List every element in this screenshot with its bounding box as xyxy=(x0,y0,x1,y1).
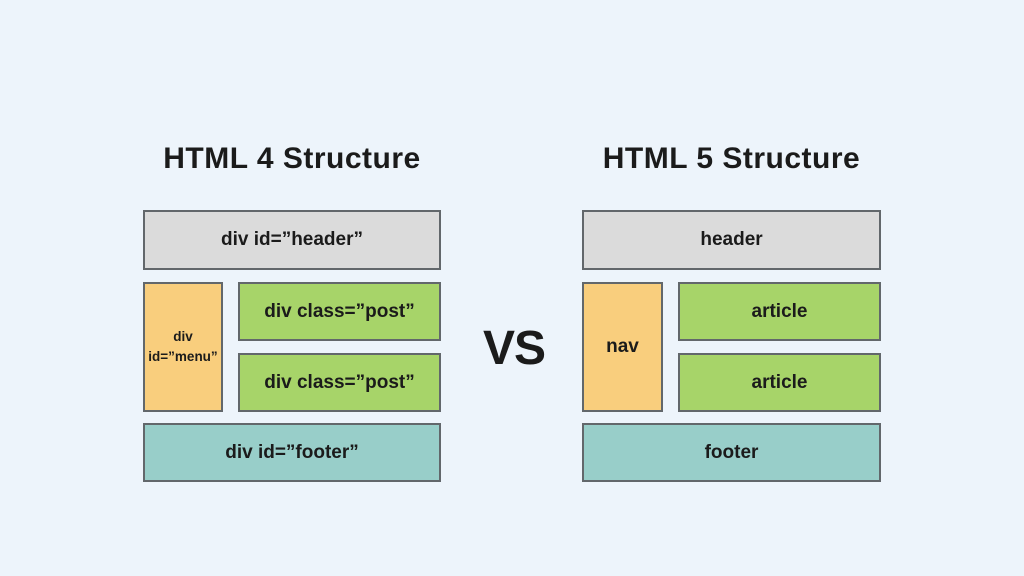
html4-menu-box: div id=”menu” xyxy=(143,282,223,412)
html4-header-label: div id=”header” xyxy=(220,229,364,250)
html5-footer-box: footer xyxy=(582,423,881,482)
html5-article-box-1: article xyxy=(678,282,881,341)
html5-nav-label: nav xyxy=(606,336,639,357)
html4-post-box-2: div class=”post” xyxy=(238,353,441,412)
html5-header-box: header xyxy=(582,210,881,270)
html4-menu-label: div id=”menu” xyxy=(148,328,218,364)
html4-footer-label: div id=”footer” xyxy=(225,441,359,463)
html5-footer-label: footer xyxy=(704,441,759,463)
html4-header-box: div id=”header” xyxy=(143,210,441,270)
html4-post-box-1: div class=”post” xyxy=(238,282,441,341)
html4-post-label-1: div class=”post” xyxy=(264,300,415,322)
html5-article-box-2: article xyxy=(678,353,881,412)
html5-header-label: header xyxy=(700,229,763,250)
html5-article-label-2: article xyxy=(751,371,808,393)
html4-post-label-2: div class=”post” xyxy=(264,371,415,393)
vs-separator: VS xyxy=(482,322,546,375)
html5-article-label-1: article xyxy=(751,300,808,322)
html5-diagram-title: HTML 5 Structure xyxy=(602,142,861,175)
html5-nav-box: nav xyxy=(582,282,663,412)
html4-diagram-title: HTML 4 Structure xyxy=(163,142,421,175)
html4-footer-box: div id=”footer” xyxy=(143,423,441,482)
